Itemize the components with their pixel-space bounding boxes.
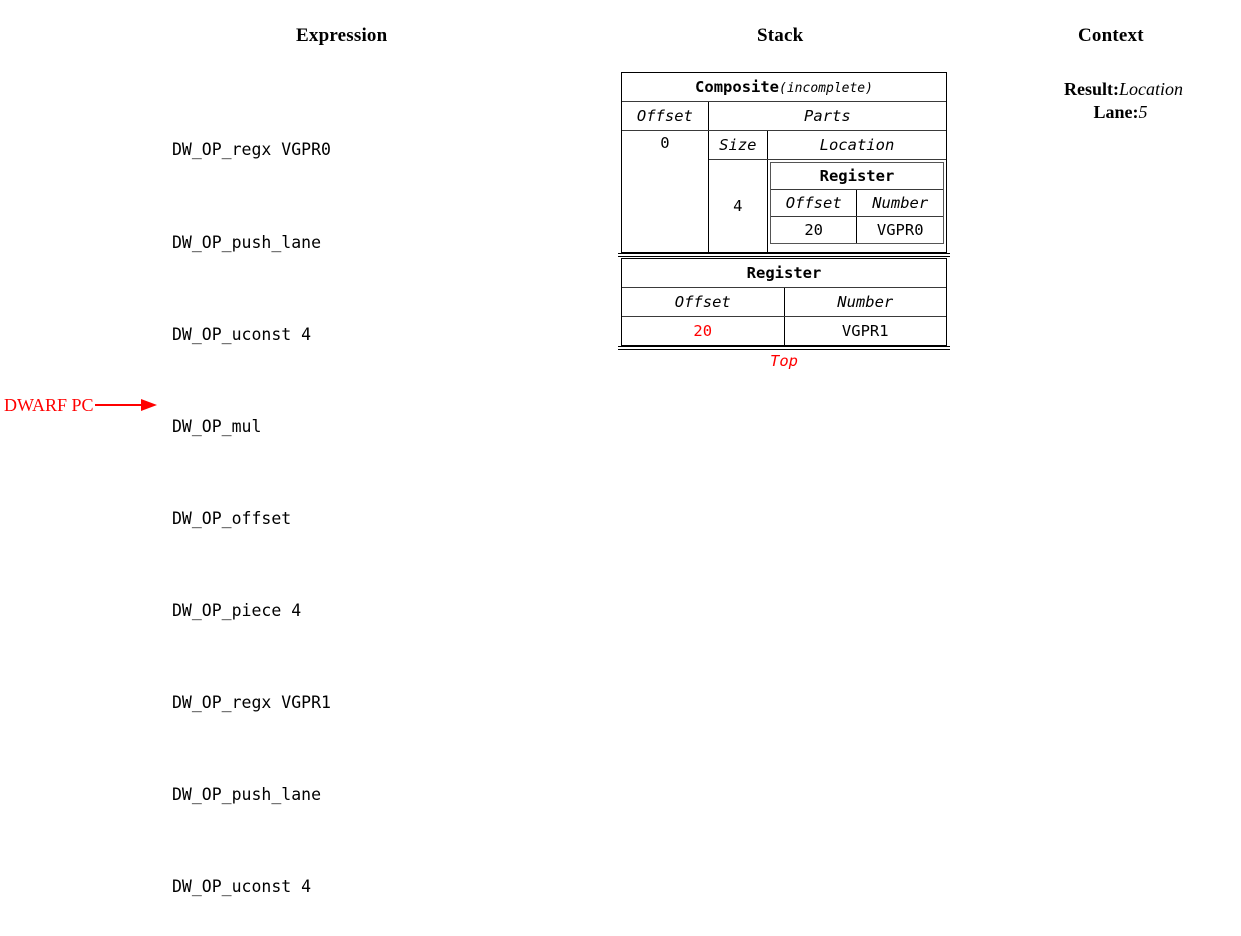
expression-line: DW_OP_uconst 4	[172, 877, 312, 897]
nested-register-offset-value: 20	[770, 216, 858, 243]
composite-subheader-row: 0 Size Location	[622, 130, 946, 252]
context-panel: Result:Location Lane:5	[1010, 78, 1231, 124]
expression-line: DW_OP_piece 4	[172, 600, 302, 620]
composite-size-header: Size	[708, 130, 768, 160]
column-header-stack: Stack	[757, 25, 804, 46]
context-value-result: Location	[1118, 79, 1183, 99]
register-number-value: VGPR1	[841, 322, 889, 340]
composite-title-suffix: (incomplete)	[779, 81, 873, 96]
composite-title-cell: Composite(incomplete)	[622, 73, 946, 102]
stack-bottom-rule	[618, 346, 950, 351]
expression-line: DW_OP_offset	[172, 508, 292, 528]
composite-offset-value: 0	[622, 130, 709, 252]
nested-register-title: Register	[770, 163, 943, 190]
composite-parts-header: Parts	[708, 101, 946, 131]
context-value-lane: 5	[1138, 102, 1148, 122]
nested-register-number-value: VGPR0	[876, 221, 924, 239]
expression-list: DW_OP_regx VGPR0 DW_OP_push_lane DW_OP_u…	[172, 74, 331, 936]
stack-diagram: Composite(incomplete) Offset Parts 0 Siz…	[618, 72, 950, 371]
context-key-lane: Lane:	[1093, 102, 1139, 122]
expression-line: DW_OP_uconst 4	[172, 324, 312, 344]
stack-top-label: Top	[770, 352, 798, 370]
composite-offset-header: Offset	[622, 101, 709, 131]
expression-line: DW_OP_regx VGPR1	[172, 692, 331, 712]
composite-part-row: 4 Register Offset	[622, 159, 946, 253]
column-header-expression: Expression	[296, 25, 388, 46]
composite-location-header: Location	[767, 130, 946, 160]
register-table: Register Offset Number 20 VGPR1	[622, 259, 946, 345]
nested-register-title-row: Register	[770, 163, 943, 190]
nested-register-number-header: Number	[856, 189, 943, 217]
stack-entry-composite: Composite(incomplete) Offset Parts 0 Siz…	[621, 72, 947, 253]
nested-register-offset-header: Offset	[770, 189, 858, 217]
register-number-header: Number	[784, 287, 946, 317]
nested-register-table: Register Offset Number 20 VGPR0	[770, 163, 943, 243]
context-row-result: Result:Location	[1010, 78, 1231, 101]
composite-title: Composite	[695, 78, 780, 96]
composite-location-value-cell: Register Offset Number 20 VGPR0	[767, 160, 946, 253]
stack-separator	[618, 253, 950, 258]
composite-table: Composite(incomplete) Offset Parts 0 Siz…	[622, 73, 946, 252]
context-row-lane: Lane:5	[1010, 101, 1231, 124]
register-value-row: 20 VGPR1	[622, 316, 946, 345]
nested-register-header-row: Offset Number	[770, 189, 943, 217]
register-header-row: Offset Number	[622, 287, 946, 317]
register-offset-header: Offset	[622, 287, 785, 317]
register-title: Register	[622, 259, 946, 288]
nested-register-value-row: 20 VGPR0	[770, 216, 943, 243]
nested-register-box: Register Offset Number 20 VGPR0	[769, 162, 944, 244]
expression-line: DW_OP_push_lane	[172, 785, 322, 805]
expression-line: DW_OP_mul	[172, 416, 262, 436]
expression-line: DW_OP_regx VGPR0	[172, 140, 331, 160]
composite-title-row: Composite(incomplete)	[622, 73, 946, 102]
dwarf-pc-label: DWARF PC	[4, 395, 94, 415]
arrow-right-icon	[94, 399, 157, 411]
composite-header-row: Offset Parts	[622, 101, 946, 131]
register-offset-value: 20	[622, 316, 785, 345]
context-key-result: Result:	[1063, 79, 1119, 99]
expression-line: DW_OP_push_lane	[172, 232, 322, 252]
column-header-context: Context	[1078, 25, 1144, 46]
dwarf-pc-marker: DWARF PC	[4, 394, 157, 416]
register-title-row: Register	[622, 259, 946, 288]
stack-entry-register: Register Offset Number 20 VGPR1	[621, 258, 947, 346]
composite-size-value: 4	[708, 159, 768, 252]
